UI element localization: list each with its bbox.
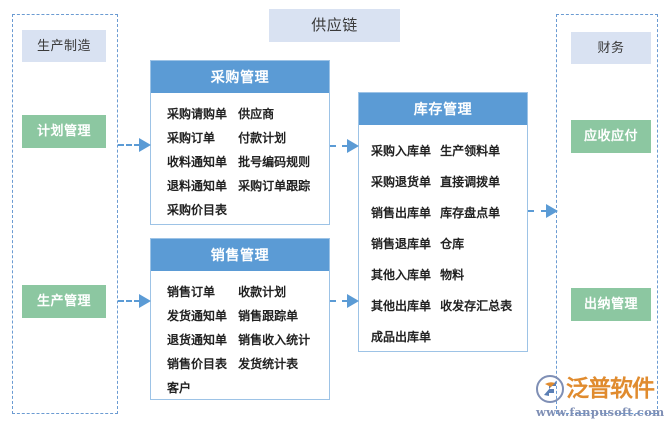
card-item[interactable]: 采购价目表 [167, 203, 228, 217]
arrow-head [546, 204, 558, 218]
node-plan-management[interactable]: 计划管理 [22, 115, 106, 148]
card-row: 成品出库单 [359, 321, 527, 352]
card-row: 采购请购单 供应商 [151, 102, 329, 126]
diagram-title-supply-chain: 供应链 [269, 9, 400, 42]
arrow-sales-to-inventory-icon [330, 294, 360, 308]
card-row: 销售订单 收款计划 [151, 280, 329, 304]
card-item[interactable]: 销售价目表 [167, 357, 228, 371]
card-row: 采购订单 付款计划 [151, 126, 329, 150]
card-row: 销售价目表 发货统计表 [151, 352, 329, 376]
card-item[interactable]: 退料通知单 [167, 179, 228, 193]
card-item[interactable]: 客户 [167, 381, 192, 395]
card-item[interactable]: 其他出库单 [371, 298, 432, 313]
arrow-plan-to-purchase-icon [118, 138, 152, 152]
arrow-shaft [118, 144, 140, 146]
node-receivable-payable[interactable]: 应收应付 [571, 120, 651, 153]
card-item[interactable]: 供应商 [238, 107, 275, 121]
arrow-shaft [118, 300, 140, 302]
card-body-purchase-management: 采购请购单 供应商 采购订单 付款计划 收料通知单 批号编码规则 退料通知单 采… [151, 93, 329, 228]
arrow-inventory-to-finance-icon [528, 204, 560, 218]
card-row: 退货通知单 销售收入统计 [151, 328, 329, 352]
card-title-sales-management: 销售管理 [151, 239, 329, 271]
card-title-inventory-management: 库存管理 [359, 93, 527, 125]
card-item[interactable]: 采购订单跟踪 [238, 179, 311, 193]
card-item[interactable]: 其他入库单 [371, 267, 432, 282]
card-item[interactable]: 收料通知单 [167, 155, 228, 169]
card-title-purchase-management: 采购管理 [151, 61, 329, 93]
card-row: 退料通知单 采购订单跟踪 [151, 174, 329, 198]
card-item[interactable]: 发货统计表 [238, 357, 299, 371]
card-item[interactable]: 直接调拨单 [440, 174, 501, 189]
arrow-purchase-to-inventory-icon [330, 139, 360, 153]
card-item[interactable]: 付款计划 [238, 131, 287, 145]
card-item[interactable]: 销售收入统计 [238, 333, 311, 347]
card-item[interactable]: 销售跟踪单 [238, 309, 299, 323]
group-manufacturing [12, 14, 118, 414]
card-row: 采购退货单 直接调拨单 [359, 166, 527, 197]
node-production-management[interactable]: 生产管理 [22, 285, 106, 318]
card-item[interactable]: 生产领料单 [440, 143, 501, 158]
card-item[interactable]: 批号编码规则 [238, 155, 311, 169]
card-item[interactable]: 销售订单 [167, 285, 216, 299]
card-body-sales-management: 销售订单 收款计划 发货通知单 销售跟踪单 退货通知单 销售收入统计 销售价目表… [151, 271, 329, 406]
card-row: 销售出库单 库存盘点单 [359, 197, 527, 228]
card-item[interactable]: 发货通知单 [167, 309, 228, 323]
group-finance [556, 14, 658, 414]
card-row: 收料通知单 批号编码规则 [151, 150, 329, 174]
card-row: 其他入库单 物料 [359, 259, 527, 290]
card-sales-management[interactable]: 销售管理 销售订单 收款计划 发货通知单 销售跟踪单 退货通知单 销售收入统计 … [150, 238, 330, 400]
card-body-inventory-management: 采购入库单 生产领料单 采购退货单 直接调拨单 销售出库单 库存盘点单 销售退库… [359, 125, 527, 358]
card-purchase-management[interactable]: 采购管理 采购请购单 供应商 采购订单 付款计划 收料通知单 批号编码规则 退料… [150, 60, 330, 225]
group-header-manufacturing: 生产制造 [22, 30, 106, 62]
card-item[interactable]: 销售退库单 [371, 236, 432, 251]
arrow-shaft [330, 145, 348, 147]
card-row: 其他出库单 收发存汇总表 [359, 290, 527, 321]
card-row: 销售退库单 仓库 [359, 228, 527, 259]
arrow-head [139, 138, 151, 152]
card-row: 采购入库单 生产领料单 [359, 135, 527, 166]
arrow-shaft [528, 210, 547, 212]
card-item[interactable]: 采购请购单 [167, 107, 228, 121]
arrow-head [347, 139, 359, 153]
card-item[interactable]: 采购入库单 [371, 143, 432, 158]
card-row: 发货通知单 销售跟踪单 [151, 304, 329, 328]
card-item[interactable]: 成品出库单 [371, 329, 432, 344]
card-item[interactable]: 采购订单 [167, 131, 216, 145]
arrow-shaft [330, 300, 348, 302]
card-row: 采购价目表 [151, 198, 329, 222]
arrow-head [347, 294, 359, 308]
card-item[interactable]: 销售出库单 [371, 205, 432, 220]
card-item[interactable]: 仓库 [440, 236, 465, 251]
card-item[interactable]: 物料 [440, 267, 465, 282]
card-item[interactable]: 库存盘点单 [440, 205, 501, 220]
node-cashier-management[interactable]: 出纳管理 [571, 288, 651, 321]
card-item[interactable]: 退货通知单 [167, 333, 228, 347]
card-item[interactable]: 收发存汇总表 [440, 298, 513, 313]
card-item[interactable]: 采购退货单 [371, 174, 432, 189]
arrow-production-to-sales-icon [118, 294, 152, 308]
card-inventory-management[interactable]: 库存管理 采购入库单 生产领料单 采购退货单 直接调拨单 销售出库单 库存盘点单… [358, 92, 528, 352]
arrow-head [139, 294, 151, 308]
card-item[interactable]: 收款计划 [238, 285, 287, 299]
group-header-finance: 财务 [571, 32, 651, 64]
card-row: 客户 [151, 376, 329, 400]
